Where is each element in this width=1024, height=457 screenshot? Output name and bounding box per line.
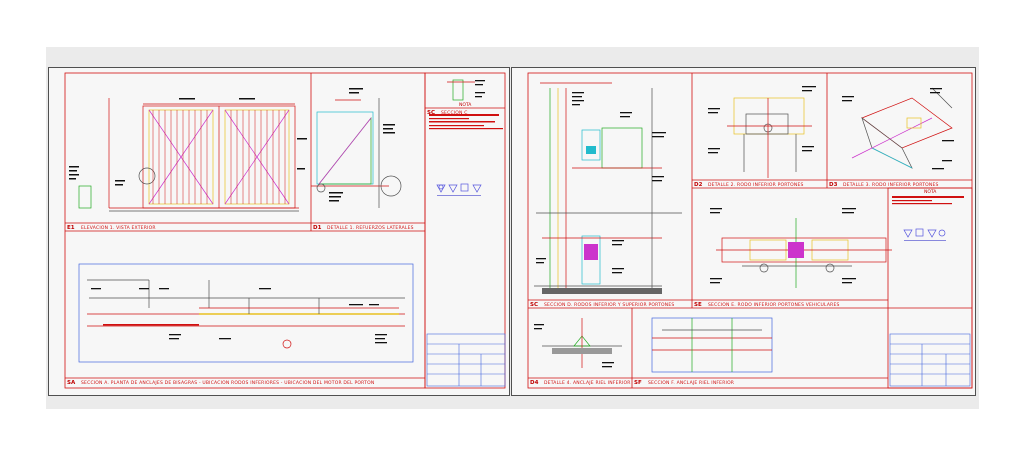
panel-code-sf: SF — [634, 380, 642, 386]
panel-code-d1: D1 — [313, 225, 322, 231]
panel-code-d2: D2 — [694, 182, 703, 188]
panel-code-sd: SC — [530, 302, 538, 308]
panel-code-d4: D4 — [530, 380, 539, 386]
panel-code-se: SE — [694, 302, 702, 308]
panel-title-se: SECCION E. RODO INFERIOR PORTONES VEHICU… — [708, 303, 840, 308]
nota-label-left: NOTA — [459, 103, 472, 108]
panel-code-sc-left: SC — [427, 110, 435, 116]
panel-title-d2: DETALLE 2. RODO INFERIOR PORTONES — [708, 183, 804, 188]
drawing-canvas: E1 ELEVACION 1. VISTA EXTERIOR D1 DETALL… — [46, 47, 979, 409]
panel-title-sd: SECCION D. RODOS INFERIOR Y SUPERIOR POR… — [544, 303, 675, 308]
panel-title-d4: DETALLE 4. ANCLAJE RIEL INFERIOR — [544, 381, 631, 386]
panel-code-sa: SA — [67, 380, 76, 386]
drawing-sheet-right: SC SECCION D. RODOS INFERIOR Y SUPERIOR … — [511, 67, 976, 396]
sheet-right-drawing — [527, 72, 973, 389]
panel-title-sf: SECCION F. ANCLAJE RIEL INFERIOR — [648, 381, 735, 386]
panel-title-sa: SECCION A. PLANTA DE ANCLAJES DE BISAGRA… — [81, 381, 375, 386]
drawing-sheet-left: E1 ELEVACION 1. VISTA EXTERIOR D1 DETALL… — [48, 67, 510, 396]
panel-code-d3: D3 — [829, 182, 838, 188]
panel-title-e1: ELEVACION 1. VISTA EXTERIOR — [81, 226, 156, 231]
sheet-left-drawing — [64, 72, 506, 389]
panel-title-sc-left: SECCION C — [441, 111, 468, 116]
nota-label-right: NOTA — [924, 190, 937, 195]
panel-title-d1: DETALLE 1. REFUERZOS LATERALES — [327, 226, 414, 231]
panel-code-e1: E1 — [67, 225, 75, 231]
panel-title-d3: DETALLE 3. RODO INFERIOR PORTONES — [843, 183, 939, 188]
